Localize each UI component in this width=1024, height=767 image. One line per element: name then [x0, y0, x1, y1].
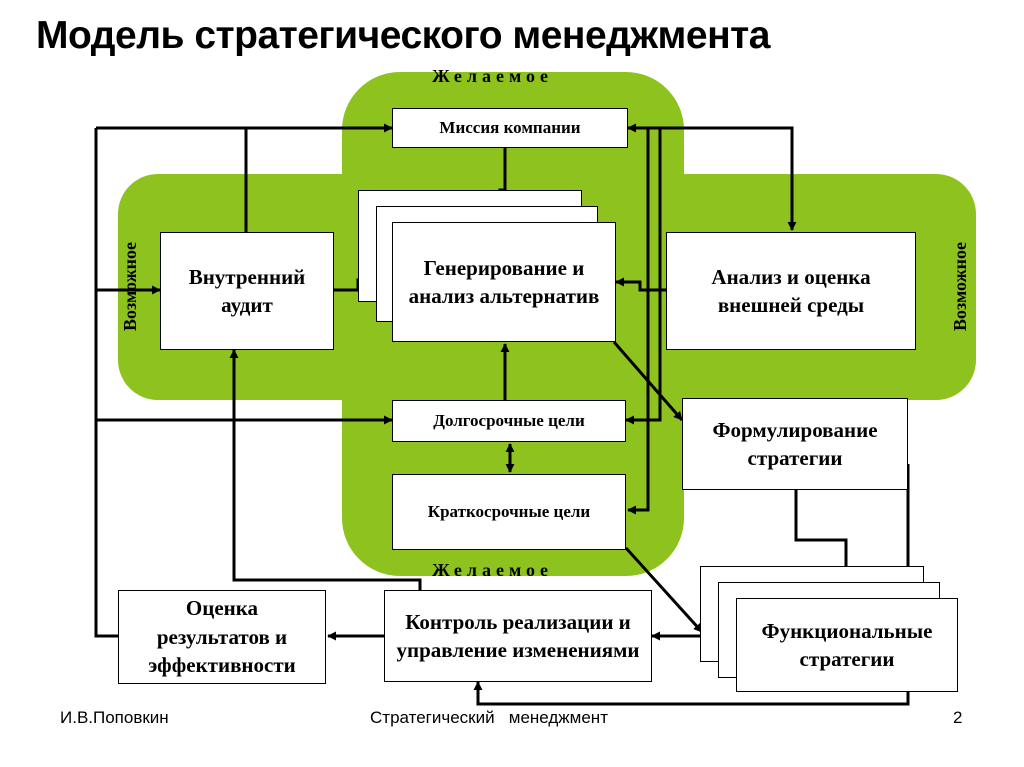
implementation-control-box: Контроль реализации и управление изменен…	[384, 590, 652, 682]
desired-label-top: Желаемое	[432, 66, 553, 86]
possible-label-left: Возможное	[119, 242, 140, 331]
arrow-control-to-audit	[229, 349, 422, 590]
possible-label-right: Возможное	[949, 242, 970, 331]
strategy-formulation-box: Формулирование стратегии	[682, 398, 908, 490]
arrow-alternatives-to-formulation	[612, 341, 684, 421]
internal-audit-box: Внутренний аудит	[160, 232, 334, 350]
footer-author: И.В.Поповкин	[60, 708, 169, 727]
arrow-shortterm-to-functional	[624, 546, 704, 634]
slide-title: Модель стратегического менеджмента	[36, 14, 770, 57]
external-analysis-box: Анализ и оценка внешней среды	[666, 232, 916, 350]
alternatives-box: Генерирование и анализ альтернатив	[392, 222, 616, 342]
arrow-to-shortterm	[627, 128, 650, 515]
mission-box: Миссия компании	[392, 108, 628, 148]
short-term-goals-box: Краткосрочные цели	[392, 474, 626, 550]
functional-strategies-box: Функциональные стратегии	[736, 598, 958, 692]
desired-label-bottom: Желаемое	[432, 560, 553, 580]
arrow-external-to-alternatives	[615, 277, 666, 292]
left-feedback-line	[94, 128, 118, 638]
arrow-to-longterm-right	[625, 128, 662, 425]
footer-page-number: 2	[953, 708, 963, 727]
arrow-mission-external	[627, 123, 797, 231]
footer-course: Стратегический менеджмент	[370, 708, 608, 727]
performance-evaluation-box: Оценка результатов и эффективности	[118, 590, 326, 684]
long-term-goals-box: Долгосрочные цели	[392, 400, 626, 442]
